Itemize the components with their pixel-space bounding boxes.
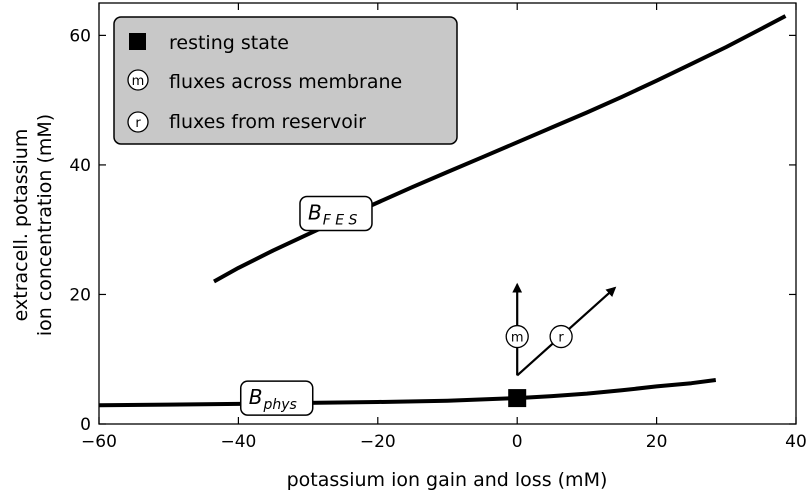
y-tick-label: 40 (69, 156, 91, 176)
flux-marker-letter-m: m (511, 331, 524, 346)
x-tick-label: 40 (785, 432, 807, 452)
x-tick-label: −40 (220, 432, 256, 452)
legend-reservoir-marker (127, 111, 149, 133)
legend-reservoir-label: fluxes from reservoir (169, 111, 366, 133)
curve-label-b-fes: BF E S (299, 195, 373, 232)
y-axis-label-line-1: extracell. potassium (10, 129, 32, 322)
y-axis-label-line-2: ion concentration (mM) (34, 114, 56, 336)
y-tick-label: 0 (80, 415, 91, 435)
x-tick-label: 20 (646, 432, 668, 452)
legend-membrane-marker (127, 69, 149, 91)
x-tick-label: 0 (512, 432, 523, 452)
ticks-layer: −60 −40 −20 0 20 40 0 20 40 60 (69, 3, 807, 452)
x-axis-label: potassium ion gain and loss (mM) (287, 469, 608, 491)
resting-state-marker (508, 389, 527, 408)
legend-resting-state-label: resting state (169, 32, 289, 54)
legend-reservoir-marker-letter: r (135, 116, 141, 131)
annotation-layer: m r BF E S Bphys (239, 195, 617, 416)
curve-label-subscript: phys (262, 397, 296, 413)
x-tick-label: −20 (360, 432, 396, 452)
legend: resting state m fluxes across membrane r… (113, 16, 458, 145)
curve-label-text: BF E S (308, 201, 358, 229)
curve-label-box (299, 195, 373, 232)
y-tick-label: 60 (69, 26, 91, 46)
x-tick-label: −60 (81, 432, 117, 452)
series-line-b-phys (99, 378, 717, 408)
legend-box (113, 16, 458, 145)
flux-marker-letter-r: r (558, 331, 564, 346)
legend-membrane-label: fluxes across membrane (169, 71, 402, 93)
plot-frame (98, 2, 797, 425)
flux-marker-r (549, 324, 573, 349)
legend-membrane-marker-letter: m (132, 74, 145, 89)
series-line-b-fes (213, 14, 787, 284)
y-tick-label: 20 (69, 285, 91, 305)
curve-label-subscript: F E S (323, 213, 358, 229)
flux-marker-m (505, 324, 529, 349)
curve-label-box (239, 380, 314, 416)
legend-resting-state-marker (129, 33, 146, 50)
y-axis-label: extracell. potassium ion concentration (… (10, 114, 56, 336)
curve-label-b-phys: Bphys (239, 380, 314, 416)
